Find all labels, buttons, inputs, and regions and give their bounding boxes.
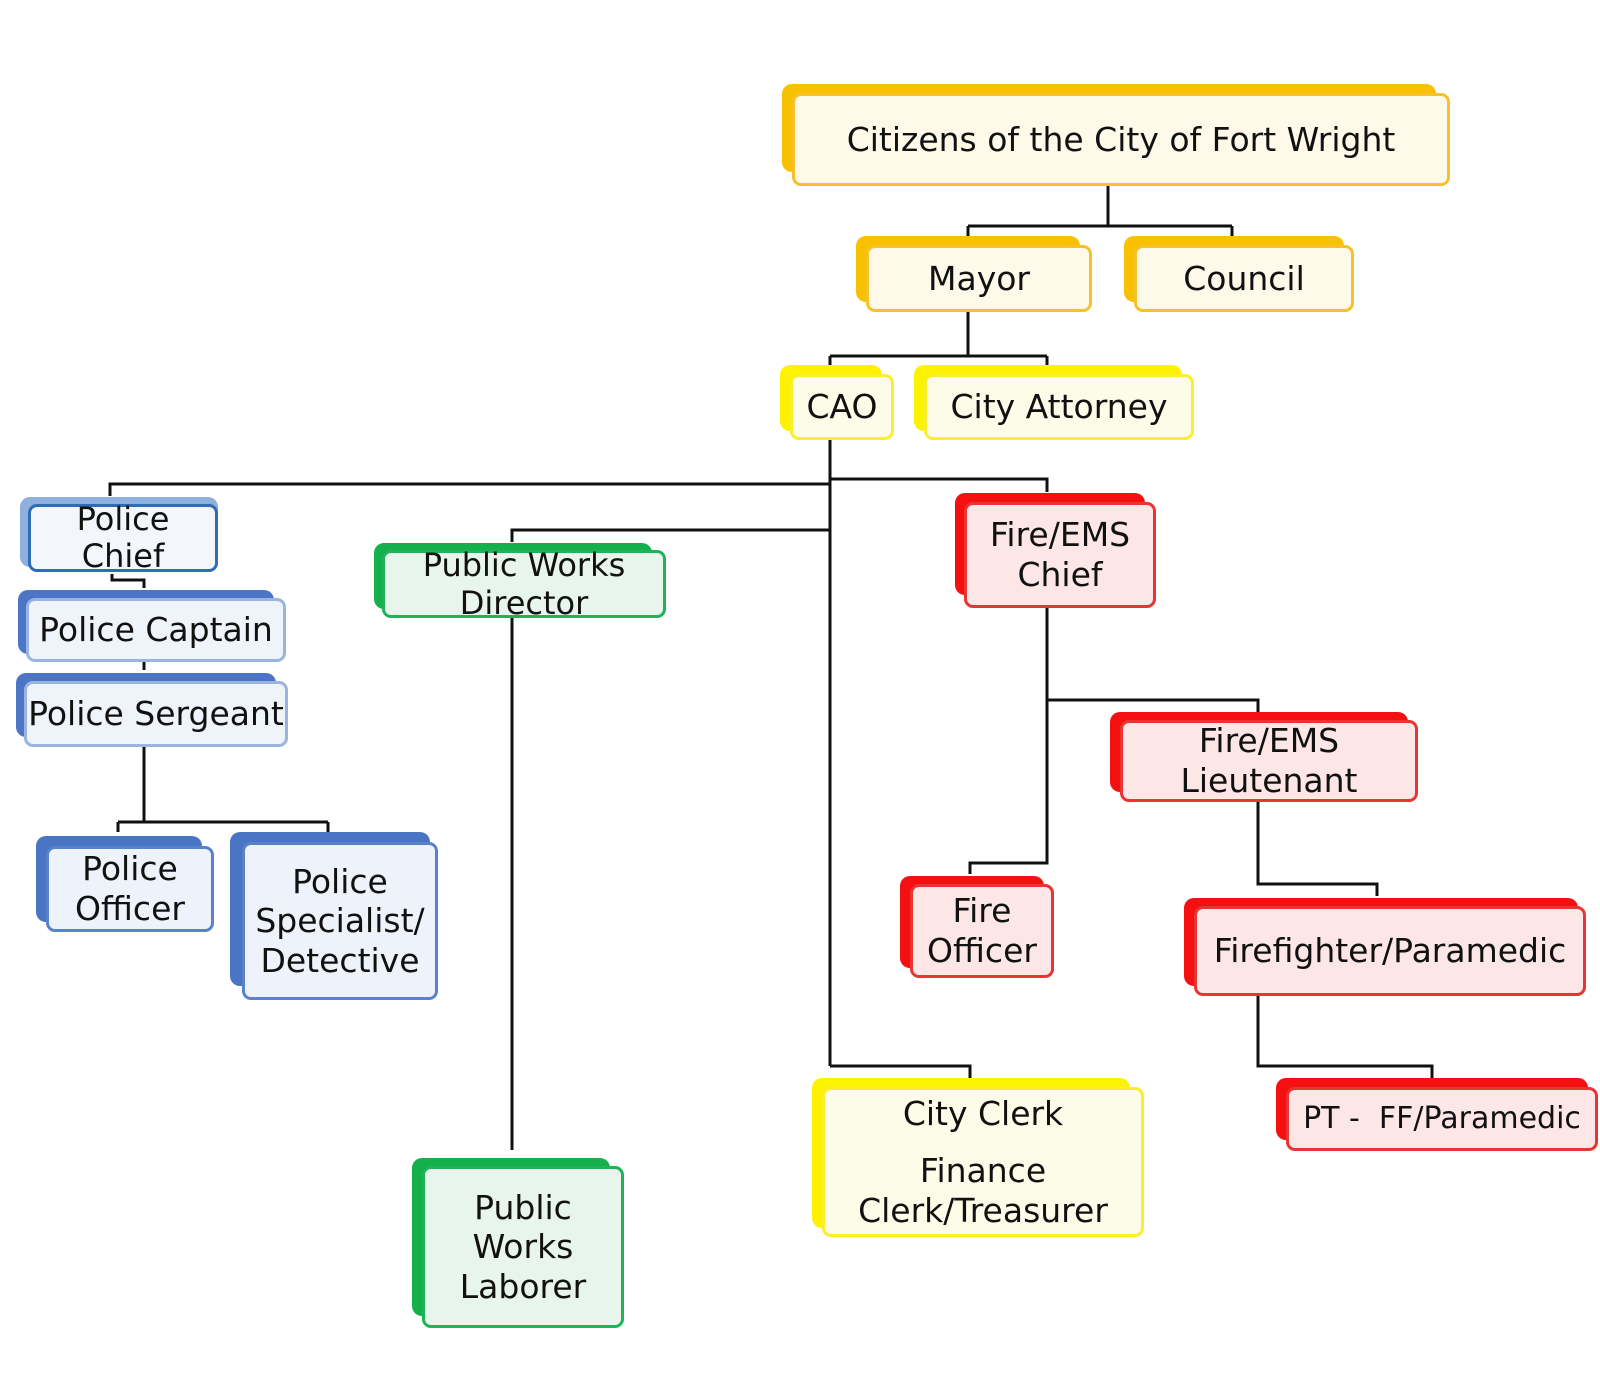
police-officer-label: Police Officer [46, 846, 214, 932]
city-attorney-label: City Attorney [924, 374, 1194, 440]
council-label: Council [1134, 245, 1354, 312]
citizens-label: Citizens of the City of Fort Wright [792, 93, 1450, 186]
fire-chief-label: Fire/EMS Chief [964, 502, 1156, 608]
connector-police-chief-captain [110, 574, 146, 588]
mayor-label: Mayor [866, 245, 1092, 312]
city-clerk-label: City Clerk [902, 1093, 1064, 1133]
police-sergeant-label: Police Sergeant [24, 681, 288, 747]
firefighter-paramedic-label: Firefighter/Paramedic [1194, 906, 1586, 996]
connector-sergeant-officers [116, 746, 330, 832]
public-works-director-label: Public Works Director [382, 546, 666, 622]
connector-cao-police [108, 482, 830, 496]
connector-fire-chief-lieutenant [1047, 698, 1260, 712]
finance-clerk-treasurer-label: Finance Clerk/Treasurer [858, 1151, 1108, 1230]
connector-fire-chief-officer [968, 608, 1049, 874]
police-captain-label: Police Captain [26, 598, 286, 662]
connector-mayor-cao-attorney [828, 312, 1049, 370]
connector-citizens-mayor-council [966, 186, 1234, 240]
connector-lieutenant-firefighter [1256, 801, 1379, 896]
connector-firefighter-pt [1256, 996, 1434, 1078]
connector-cao-clerk [830, 1064, 972, 1078]
cao-label: CAO [790, 374, 894, 440]
police-specialist-label: Police Specialist/ Detective [242, 842, 438, 1000]
fire-lieutenant-label: Fire/EMS Lieutenant [1120, 720, 1418, 802]
city-clerk-box: City Clerk Finance Clerk/Treasurer [822, 1087, 1144, 1237]
public-works-laborer-label: Public Works Laborer [422, 1166, 624, 1328]
fire-officer-label: Fire Officer [910, 884, 1054, 978]
connector-cao-fire [830, 477, 1049, 492]
police-chief-label: Police Chief [28, 501, 218, 574]
connector-cao-publicworks [510, 528, 830, 542]
pt-ff-paramedic-label: PT - FF/Paramedic [1286, 1087, 1598, 1151]
